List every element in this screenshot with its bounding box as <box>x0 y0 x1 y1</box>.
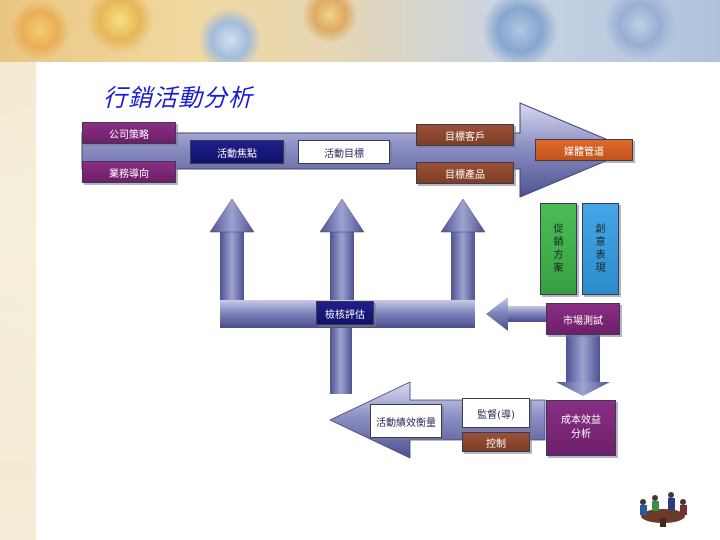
down-arrow-market <box>556 335 610 396</box>
slide-title: 行銷活動分析 <box>103 84 253 112</box>
activity-performance-box: 活動績效衡量 <box>370 404 442 438</box>
promotion-plan-char: 銷 <box>553 237 564 248</box>
promotion-plan-char: 促 <box>553 224 564 235</box>
market-test-box: 市場測試 <box>546 303 620 335</box>
cost-benefit-box: 成本效益分析 <box>546 400 616 456</box>
creative-expression-char: 創 <box>595 224 606 235</box>
up-arrow-right <box>440 198 486 303</box>
company-strategy-box: 公司策略 <box>82 122 176 144</box>
media-channel-box: 媒體管道 <box>535 139 633 161</box>
promotion-plan-char: 案 <box>553 263 564 274</box>
up-arrow-left <box>209 198 255 303</box>
target-product-box: 目標產品 <box>416 162 514 184</box>
creative-expression-char: 現 <box>595 263 606 274</box>
promotion-plan-box: 促 銷 方 案 <box>540 203 577 295</box>
activity-focus-box: 活動焦點 <box>190 140 284 164</box>
activity-goal-box: 活動目標 <box>298 140 390 164</box>
creative-expression-char: 表 <box>595 250 606 261</box>
business-direction-box: 業務導向 <box>82 161 176 183</box>
creative-expression-label: 創 意 表 現 <box>596 223 606 275</box>
creative-expression-box: 創 意 表 現 <box>582 203 619 295</box>
floral-banner <box>0 0 720 62</box>
promotion-plan-char: 方 <box>553 250 564 261</box>
target-customer-box: 目標客戶 <box>416 124 514 146</box>
up-arrow-middle <box>319 198 365 303</box>
monitoring-box: 監督(導) <box>462 398 530 428</box>
creative-expression-char: 意 <box>595 237 606 248</box>
meeting-clipart-icon <box>640 492 687 527</box>
control-box: 控制 <box>462 432 530 452</box>
promotion-plan-label: 促 銷 方 案 <box>554 223 564 275</box>
review-down-bar <box>330 328 352 394</box>
review-evaluation-box: 檢核評估 <box>316 301 374 325</box>
